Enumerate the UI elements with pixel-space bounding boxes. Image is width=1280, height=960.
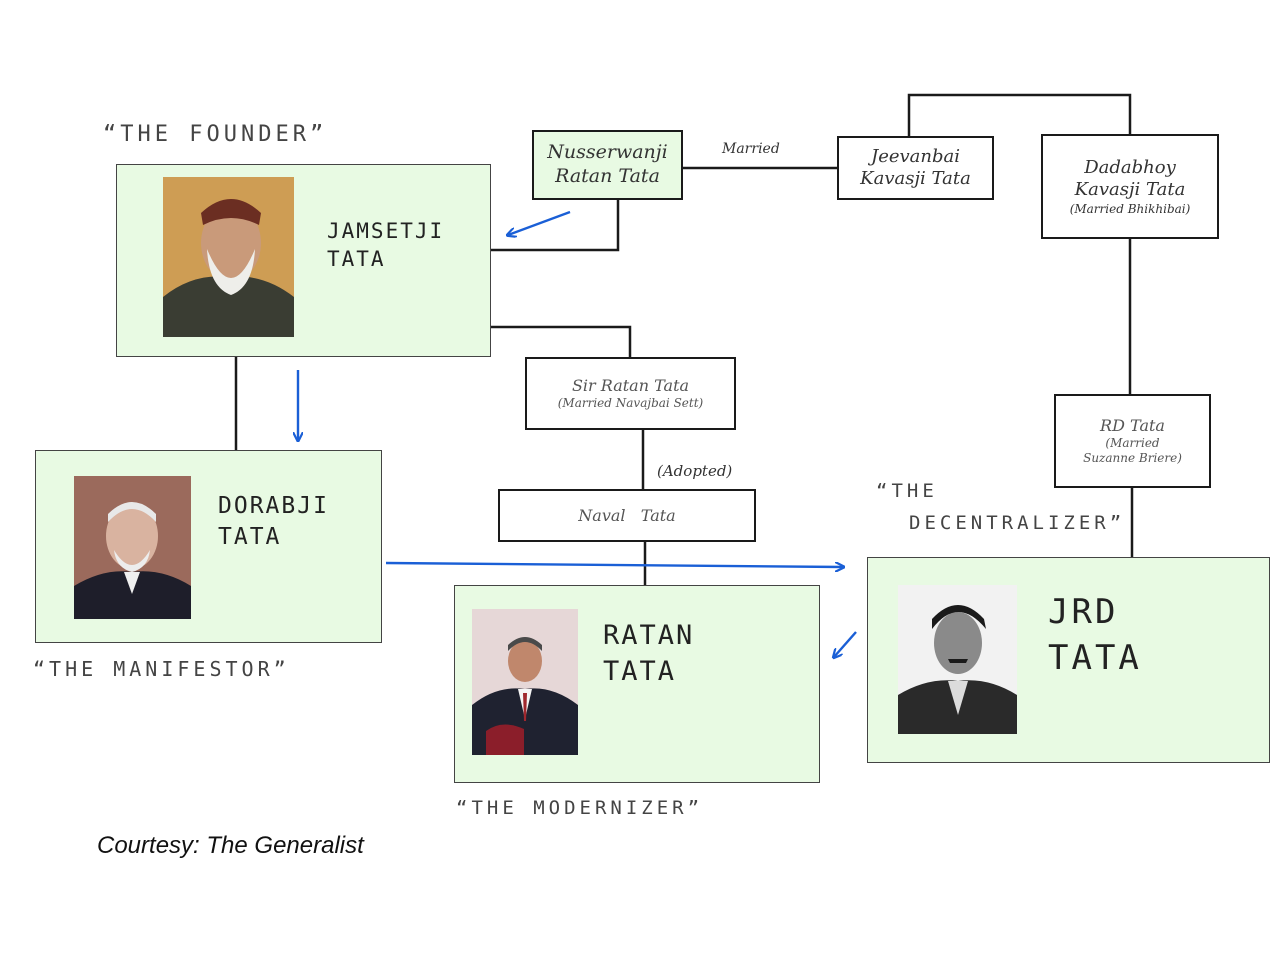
node-naval: Naval Tata xyxy=(498,489,756,542)
node-nusserwanji-line1: Nusserwanji xyxy=(547,141,668,164)
name-dorabji: DORABJI TATA xyxy=(218,493,329,551)
card-jrd: JRD TATA xyxy=(867,557,1270,763)
line-jamsetji-sirratan xyxy=(490,325,632,358)
sibling-bracket xyxy=(907,93,1132,137)
node-nusserwanji: Nusserwanji Ratan Tata xyxy=(532,130,683,200)
node-naval-line1: Naval Tata xyxy=(578,505,676,525)
arrow-nusserwanji-to-jamsetji xyxy=(508,210,571,235)
node-rd-note1: (Married xyxy=(1105,436,1160,450)
portrait-jamsetji xyxy=(163,177,294,337)
label-adopted: (Adopted) xyxy=(657,462,733,480)
title-founder: “THE FOUNDER” xyxy=(103,122,328,147)
portrait-dorabji xyxy=(74,476,191,619)
title-modernizer: “THE MODERNIZER” xyxy=(456,797,704,819)
title-decentralizer-line2: DECENTRALIZER” xyxy=(909,512,1126,534)
node-dadabhoy-note: (Married Bhikhibai) xyxy=(1069,201,1191,216)
node-jeevanbai-line1: Jeevanbai xyxy=(870,145,961,167)
node-jeevanbai-line2: Kavasji Tata xyxy=(860,168,971,189)
arrow-dorabji-to-jrd xyxy=(385,561,843,567)
arrow-jrd-to-ratan xyxy=(834,631,857,657)
node-dadabhoy-line2: Kavasji Tata xyxy=(1074,179,1186,200)
name-ratan: RATAN TATA xyxy=(603,620,695,688)
node-nusserwanji-line2: Ratan Tata xyxy=(555,165,660,187)
name-jrd: JRD TATA xyxy=(1048,592,1142,678)
portrait-ratan xyxy=(472,609,578,755)
name-jamsetji: JAMSETJI TATA xyxy=(327,219,445,272)
node-jeevanbai: Jeevanbai Kavasji Tata xyxy=(837,136,994,200)
node-dadabhoy-line1: Dadabhoy xyxy=(1084,156,1176,178)
node-dadabhoy: Dadabhoy Kavasji Tata (Married Bhikhibai… xyxy=(1041,134,1219,239)
card-jamsetji: JAMSETJI TATA xyxy=(116,164,491,357)
label-married: Married xyxy=(722,141,780,157)
title-manifestor: “THE MANIFESTOR” xyxy=(33,657,290,681)
node-rd-tata: RD Tata (Married Suzanne Briere) xyxy=(1054,394,1211,488)
node-rd-note2: Suzanne Briere) xyxy=(1083,451,1182,465)
node-sir-ratan-line1: Sir Ratan Tata xyxy=(571,376,690,395)
node-rd-line1: RD Tata xyxy=(1100,416,1165,435)
card-dorabji: DORABJI TATA xyxy=(35,450,382,643)
node-sir-ratan: Sir Ratan Tata (Married Navajbai Sett) xyxy=(525,357,736,430)
courtesy-caption: Courtesy: The Generalist xyxy=(97,832,364,859)
card-ratan: RATAN TATA xyxy=(454,585,820,783)
node-sir-ratan-note: (Married Navajbai Sett) xyxy=(557,396,704,410)
portrait-jrd xyxy=(898,585,1017,734)
title-decentralizer-line1: “THE xyxy=(876,480,938,502)
line-nusserwanji-jamsetji xyxy=(490,200,620,252)
